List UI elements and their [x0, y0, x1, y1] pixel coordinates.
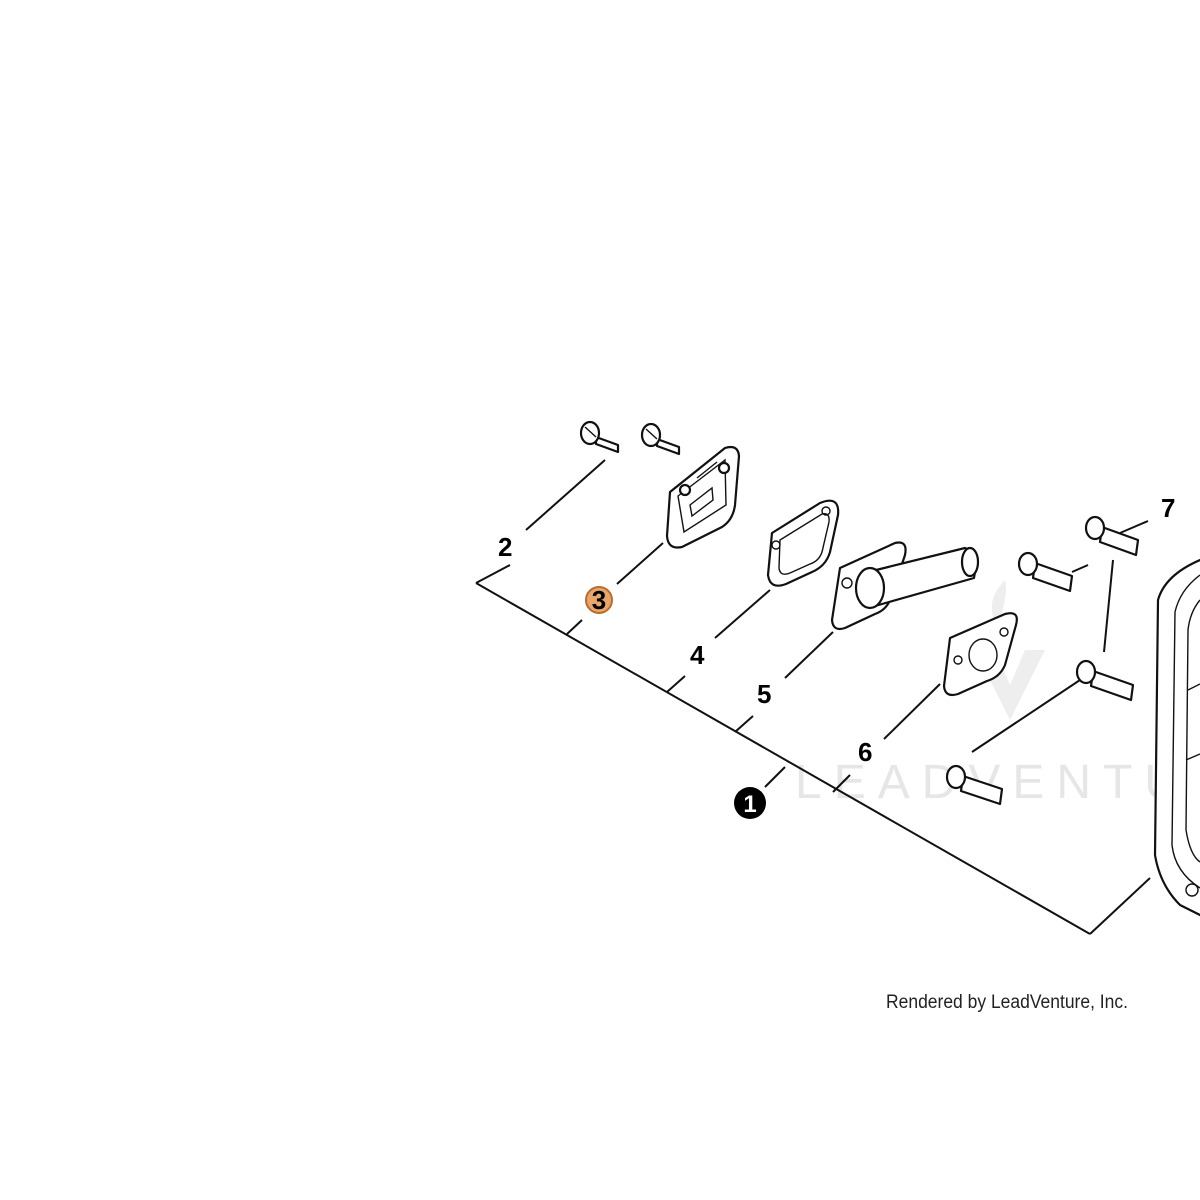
bolt-part-2a[interactable]: [579, 420, 620, 454]
assembly-badge: [734, 787, 766, 819]
bolt-part-2b[interactable]: [640, 422, 681, 456]
highlight-ring: [585, 586, 613, 614]
callout-7[interactable]: 7: [1161, 493, 1175, 523]
leader-2: [525, 459, 606, 531]
leader-7: [1119, 520, 1149, 534]
reed-cover-part-3[interactable]: [665, 445, 741, 549]
leader-4: [714, 589, 771, 639]
leader-2-base: [475, 564, 511, 584]
leader-5-low: [734, 715, 754, 733]
callout-1-assembly[interactable]: 1: [734, 787, 766, 819]
leader-3-low: [566, 619, 583, 635]
gasket-part-4[interactable]: [766, 499, 840, 587]
intake-pipe-part-5[interactable]: [830, 541, 980, 631]
leader-7-bolt-a: [1071, 564, 1089, 573]
render-credit: Rendered by LeadVenture, Inc.: [886, 992, 1128, 1013]
callout-6[interactable]: 6: [858, 737, 872, 767]
callout-2[interactable]: 2: [498, 532, 512, 562]
bolt-part-7c[interactable]: [1075, 659, 1135, 702]
bolt-part-7a[interactable]: [1084, 515, 1140, 557]
leader-6: [883, 683, 941, 740]
bolt-part-7d[interactable]: [945, 764, 1004, 806]
callout-4[interactable]: 4: [690, 640, 705, 670]
bolt-part-7b[interactable]: [1017, 551, 1074, 593]
leader-3: [616, 542, 664, 585]
callout-3-highlighted[interactable]: 3: [585, 585, 613, 615]
callout-3-label: 3: [592, 585, 606, 615]
callout-1-label: 1: [743, 791, 756, 818]
leader-5: [784, 631, 834, 679]
leader-7-vertical: [1103, 559, 1114, 653]
flange-gasket-part-6[interactable]: [942, 612, 1018, 697]
muffler-housing[interactable]: [1153, 558, 1200, 917]
assembly-base-line: [475, 582, 1091, 935]
callout-5[interactable]: 5: [757, 679, 771, 709]
leader-6-low: [832, 774, 851, 793]
leader-4-low: [666, 675, 686, 693]
leader-muffler-base: [1089, 877, 1151, 935]
leader-7-bolt-d: [971, 679, 1081, 753]
leader-1-upper: [764, 766, 786, 788]
